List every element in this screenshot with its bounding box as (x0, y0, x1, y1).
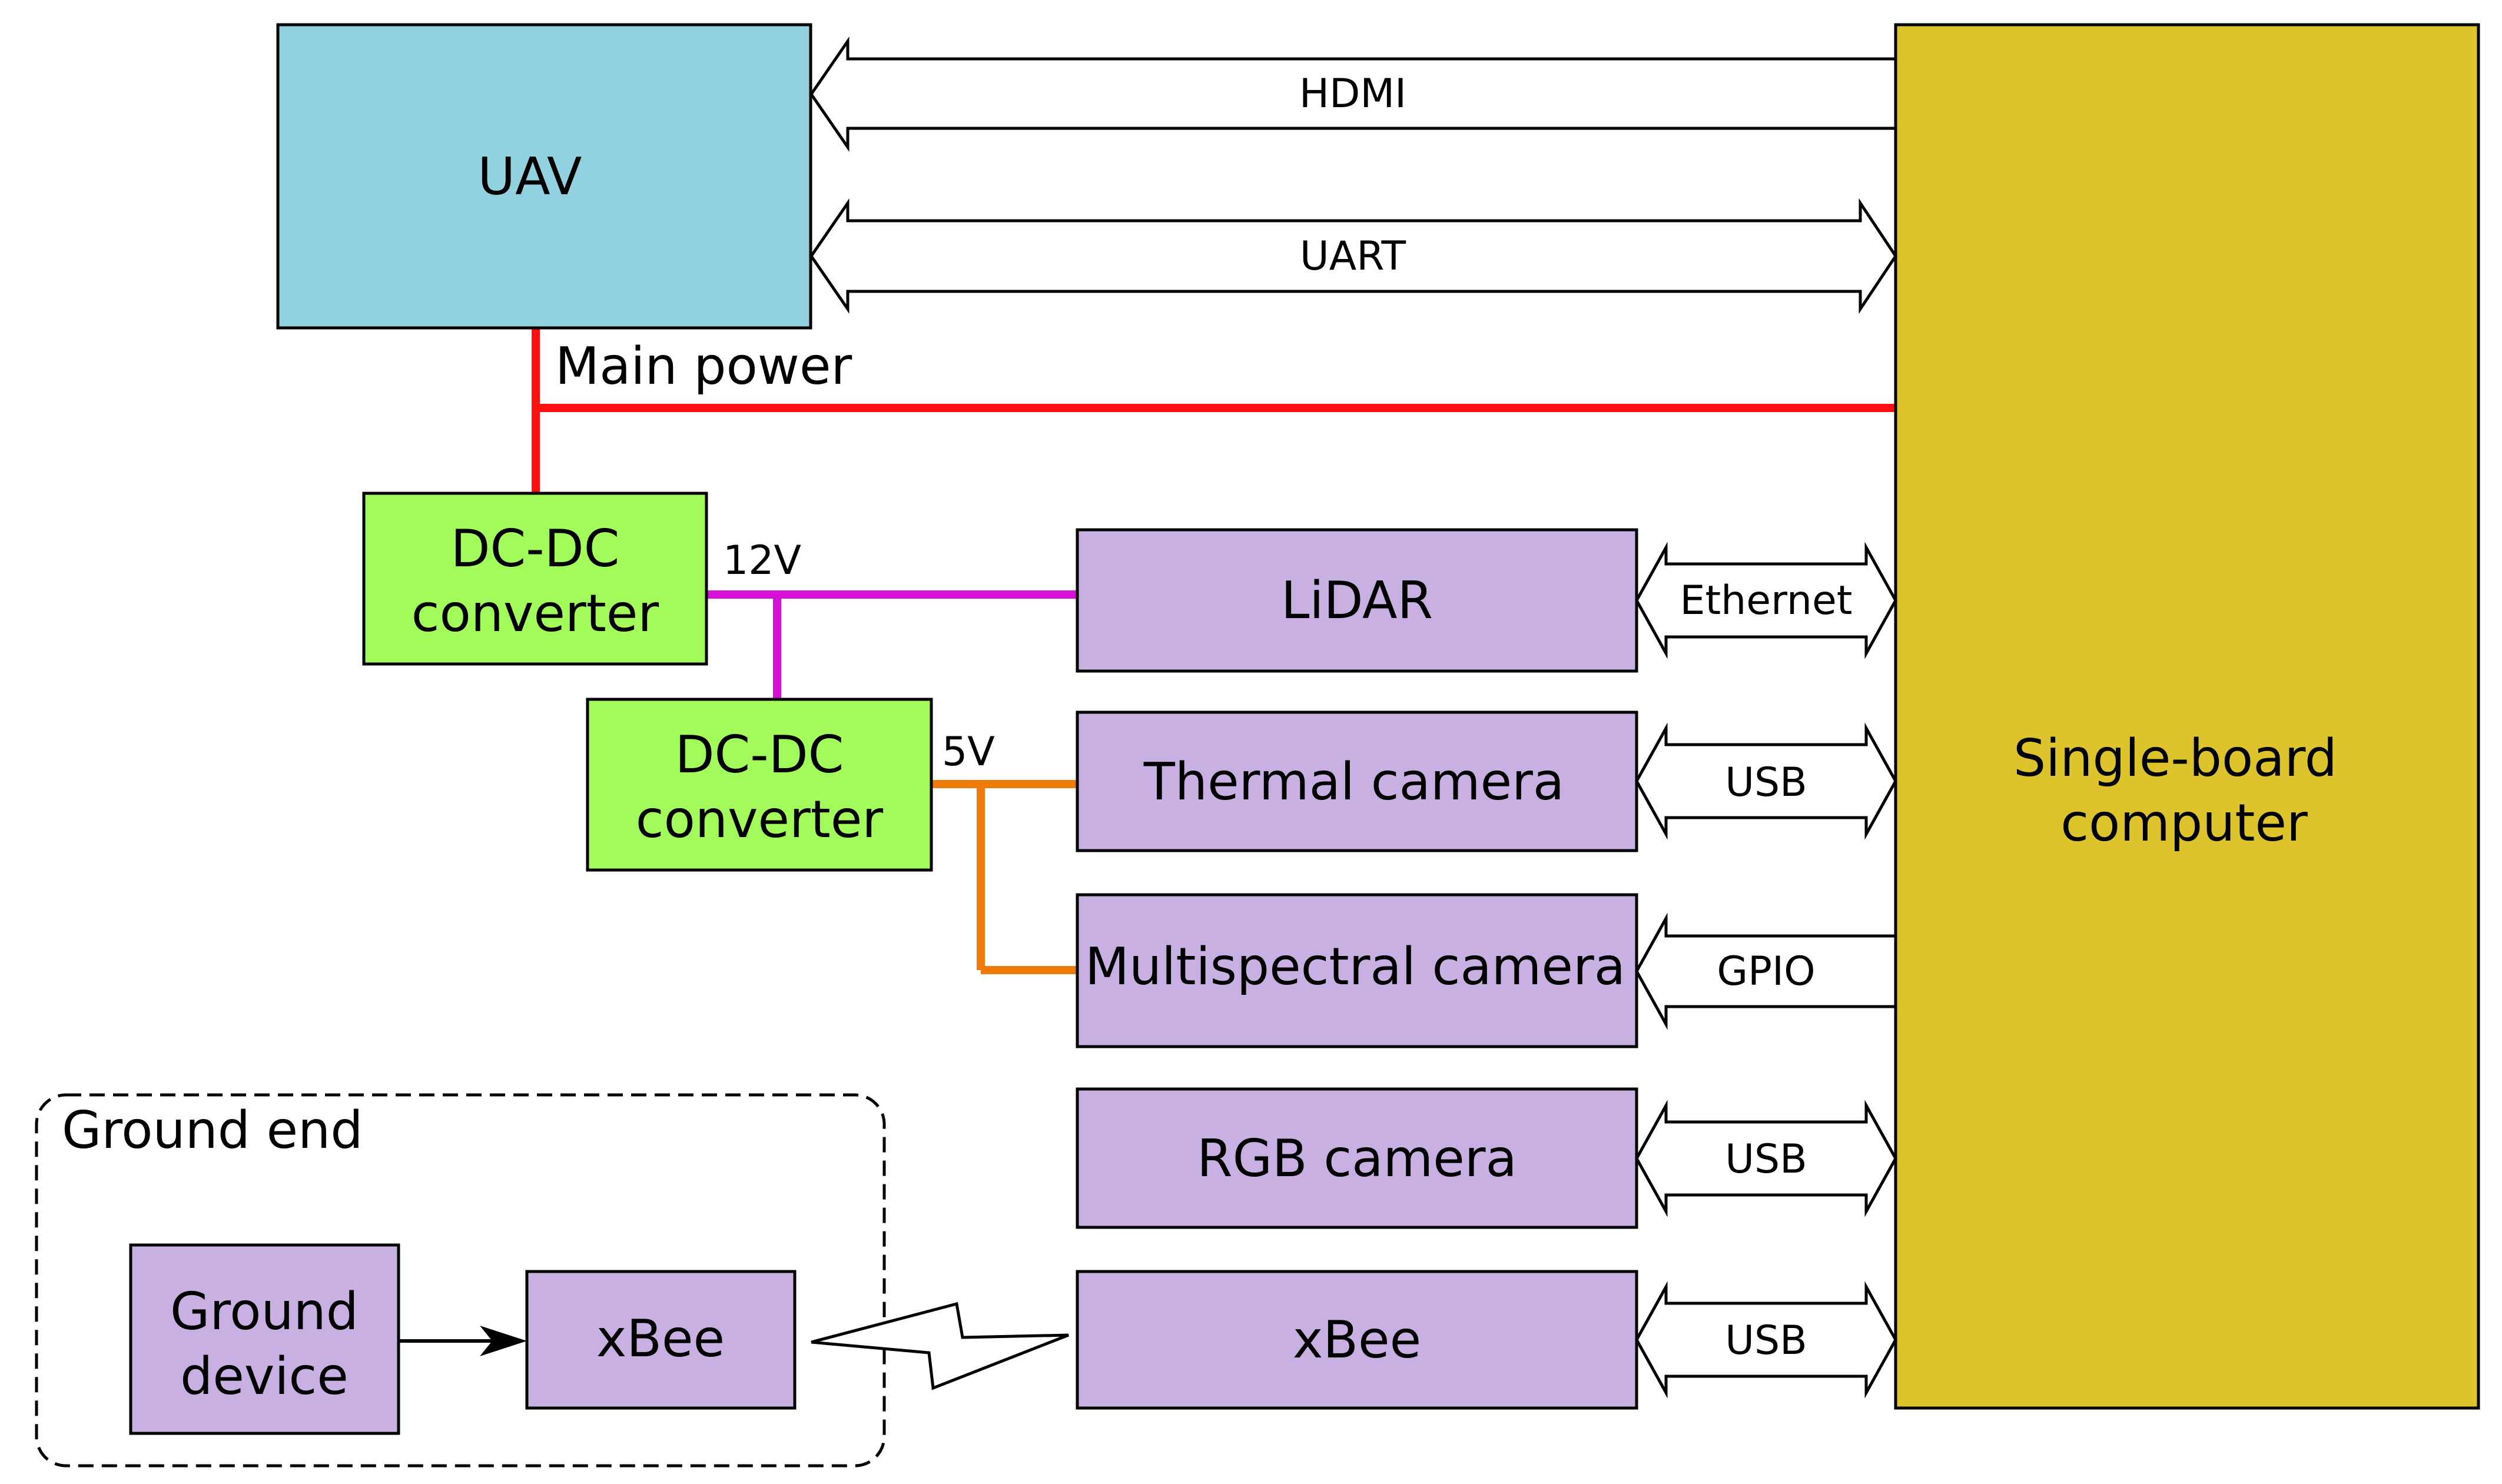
ground-device-label-line2: device (180, 1346, 349, 1406)
power-5v-line (931, 780, 1077, 974)
wireless-link-icon (811, 1302, 1069, 1390)
dcdc-converter-12v-block (362, 492, 708, 666)
xbee-ground-block (525, 1270, 797, 1410)
ground-device-label-line1: Ground (170, 1282, 359, 1342)
xbee-ground-label: xBee (596, 1309, 725, 1369)
dcdc-5v-label-line1: DC-DC (675, 725, 844, 785)
ground-end-boundary (35, 1093, 886, 1468)
ethernet-label: Ethernet (1680, 577, 1853, 624)
power-12v-line (706, 590, 1077, 699)
usb-rgb-label: USB (1725, 1136, 1807, 1183)
usb-xbee-label: USB (1725, 1317, 1807, 1364)
ground-device-to-xbee-arrow (399, 1326, 527, 1356)
single-board-computer-block (1894, 23, 2480, 1410)
hdmi-link-arrow (809, 36, 1897, 152)
ground-end-label: Ground end (62, 1100, 363, 1160)
dcdc-converter-5v-block (586, 698, 933, 872)
12v-label: 12V (723, 537, 801, 584)
uart-label: UART (1300, 233, 1406, 280)
sbc-label-line1: Single-board (2013, 728, 2337, 788)
thermal-camera-label: Thermal camera (1143, 752, 1564, 812)
gpio-link-arrow (1635, 912, 1897, 1030)
usb-thermal-label: USB (1725, 759, 1807, 806)
dcdc-12v-label-line1: DC-DC (451, 519, 620, 579)
hdmi-label: HDMI (1299, 71, 1406, 117)
thermal-camera-block (1076, 711, 1638, 852)
dcdc-5v-label-line2: converter (636, 789, 884, 849)
lidar-label: LiDAR (1281, 570, 1433, 630)
usb-rgb-link-arrow (1635, 1100, 1897, 1217)
usb-xbee-link-arrow (1635, 1281, 1897, 1399)
main-power-line (532, 328, 1896, 493)
sbc-label-line2: computer (2060, 793, 2308, 853)
ethernet-link-arrow (1635, 542, 1897, 659)
xbee-air-label: xBee (1293, 1310, 1421, 1370)
rgb-camera-label: RGB camera (1197, 1128, 1517, 1188)
gpio-label: GPIO (1717, 948, 1815, 995)
5v-label: 5V (942, 729, 995, 775)
uav-label: UAV (477, 147, 582, 207)
dcdc-12v-label-line2: converter (412, 583, 659, 643)
uav-block (276, 23, 812, 330)
lidar-block (1076, 528, 1638, 673)
uart-link-arrow (809, 198, 1898, 314)
multispectral-camera-block (1076, 893, 1638, 1048)
multispectral-camera-label: Multispectral camera (1085, 937, 1625, 997)
main-power-label: Main power (555, 336, 852, 396)
usb-thermal-link-arrow (1635, 722, 1897, 840)
